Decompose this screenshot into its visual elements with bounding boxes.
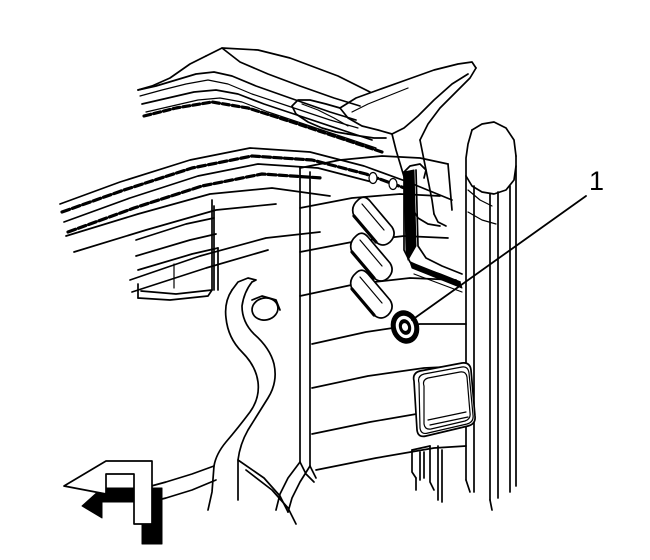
lower-panel-edges [275,461,317,513]
direction-arrow [63,460,163,545]
lower-flanges [411,445,443,503]
slot-hole-group [349,196,395,319]
callout-leader-line [411,195,587,321]
s-curve-bracket [141,277,297,525]
recessed-channel [403,163,463,293]
small-hole-1 [368,171,378,185]
roof-rail-assembly [59,47,453,293]
header-panel [135,199,219,301]
small-hole-group [368,171,398,191]
square-opening [412,362,476,438]
right-pillar [465,121,517,511]
callout-1 [411,195,587,321]
small-hole-2 [388,177,398,191]
grommet-hole [390,310,420,344]
reinforcement-bracket [291,61,477,227]
callout-label-1: 1 [589,166,605,196]
